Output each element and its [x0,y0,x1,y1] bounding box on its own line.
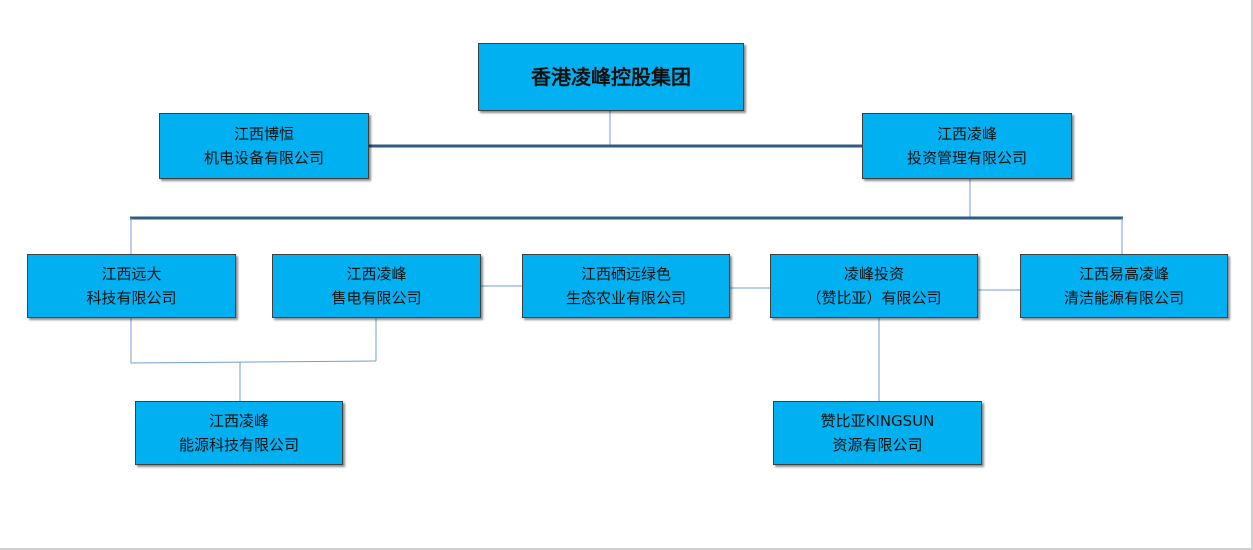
node-kingsun-line2: 资源有限公司 [832,436,923,454]
node-bohang-line2: 机电设备有限公司 [203,149,324,167]
node-shoudian-line2: 售电有限公司 [331,289,422,307]
node-yigao-line1: 江西易高凌峰 [1078,265,1169,283]
node-root: 香港凌峰控股集团 [478,43,744,111]
window-bottom-edge [0,548,1253,550]
node-investment: 江西凌峰 投资管理有限公司 [862,113,1072,179]
node-kingsun-line1: 赞比亚KINGSUN [820,412,935,430]
node-shoudian-line1: 江西凌峰 [346,265,407,283]
node-yuanda-line2: 科技有限公司 [86,289,177,307]
node-zambia-line2: （赞比亚）有限公司 [806,289,942,307]
node-yuanda: 江西远大 科技有限公司 [27,254,236,318]
node-yuanda-line1: 江西远大 [101,265,162,283]
node-bohang: 江西博恒 机电设备有限公司 [159,113,369,179]
node-shoudian: 江西凌峰 售电有限公司 [272,254,481,318]
node-bohang-line1: 江西博恒 [233,125,294,143]
node-energy-tech-line2: 能源科技有限公司 [178,436,299,454]
window-right-edge [1251,0,1253,550]
node-investment-line1: 江西凌峰 [936,125,997,143]
node-zambia-line1: 凌峰投资 [843,265,904,283]
node-kingsun: 赞比亚KINGSUN 资源有限公司 [773,401,982,465]
node-zambia: 凌峰投资 （赞比亚）有限公司 [770,254,978,318]
node-energy-tech-line1: 江西凌峰 [208,412,269,430]
node-xiyuan-line1: 江西硒远绿色 [580,265,671,283]
node-yigao: 江西易高凌峰 清洁能源有限公司 [1020,254,1228,318]
connector-bracket [130,360,377,364]
node-yigao-line2: 清洁能源有限公司 [1063,289,1184,307]
node-root-label: 香港凌峰控股集团 [531,65,691,89]
node-xiyuan-line2: 生态农业有限公司 [565,289,686,307]
node-investment-line2: 投资管理有限公司 [906,149,1027,167]
node-energy-tech: 江西凌峰 能源科技有限公司 [135,401,343,465]
node-xiyuan: 江西硒远绿色 生态农业有限公司 [522,254,730,318]
